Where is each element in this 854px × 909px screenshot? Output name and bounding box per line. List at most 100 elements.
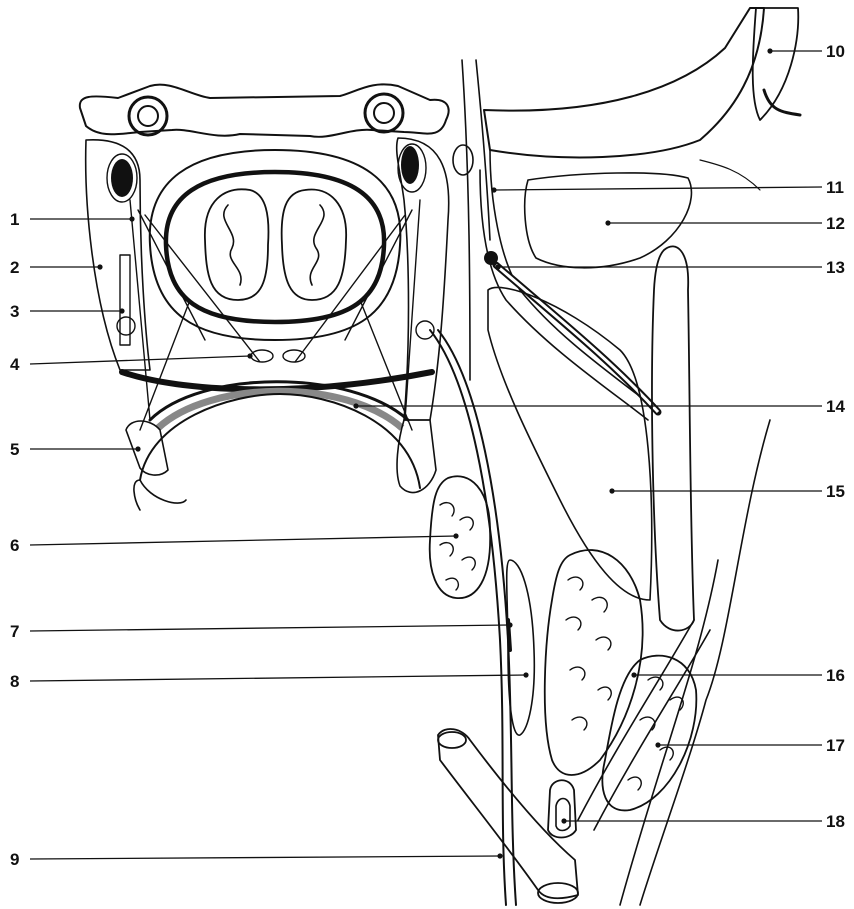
leader-line-6 [30, 536, 456, 545]
right-black-vessel [401, 146, 419, 184]
label-number-3: 3 [10, 302, 19, 321]
leader-arrowhead-14 [353, 403, 358, 408]
right-outline-1 [640, 420, 770, 905]
right-outline-2 [620, 560, 718, 905]
label-18: 18 [561, 812, 845, 831]
leader-arrowhead-3 [119, 308, 124, 313]
leader-arrowhead-2 [97, 264, 102, 269]
leader-arrowhead-11 [491, 187, 496, 192]
label-16: 16 [631, 666, 845, 685]
leader-arrowhead-6 [453, 533, 458, 538]
skull-base-bone [484, 8, 764, 157]
label-14: 14 [353, 397, 845, 416]
label-1: 1 [10, 210, 135, 229]
gland-16 [545, 550, 643, 775]
paired-oval-left [251, 350, 273, 362]
label-number-6: 6 [10, 536, 19, 555]
leader-line-4 [30, 356, 250, 364]
label-5: 5 [10, 440, 141, 459]
lymph-node-6-lobules [440, 503, 475, 590]
upper-line-2 [476, 60, 490, 240]
leader-arrowhead-9 [497, 853, 502, 858]
label-4: 4 [10, 353, 253, 374]
label-number-13: 13 [826, 258, 845, 277]
label-7: 7 [10, 622, 513, 641]
leader-arrowhead-7 [507, 622, 512, 627]
paired-oval-right [283, 350, 305, 362]
label-11: 11 [491, 178, 844, 197]
label-12: 12 [605, 214, 845, 233]
leader-arrowhead-1 [129, 216, 134, 221]
leader-arrowhead-5 [135, 446, 140, 451]
label-number-1: 1 [10, 210, 19, 229]
tube-top [438, 732, 466, 748]
label-8: 8 [10, 672, 529, 691]
foramen-right [365, 94, 403, 132]
gland-16-lobules [566, 577, 611, 730]
leader-arrowhead-17 [655, 742, 660, 747]
label-number-14: 14 [826, 397, 845, 416]
leader-arrowhead-12 [605, 220, 610, 225]
outer-skin-line [764, 90, 800, 115]
leader-line-7 [30, 625, 510, 631]
label-13: 13 [495, 258, 845, 277]
gland-12 [525, 173, 692, 268]
leader-line-11 [494, 187, 822, 190]
leader-line-8 [30, 675, 526, 681]
muscle-15 [488, 288, 652, 601]
label-number-9: 9 [10, 850, 19, 869]
label-2: 2 [10, 258, 103, 277]
leader-line-9 [30, 856, 500, 859]
structure-18-inner [556, 799, 570, 831]
left-vertical-vessel [120, 255, 130, 345]
upper-line [462, 60, 470, 380]
label-number-4: 4 [10, 355, 20, 374]
leader-arrowhead-8 [523, 672, 528, 677]
foramen-left-inner [138, 106, 158, 126]
right-nerve-node [416, 321, 434, 339]
label-number-17: 17 [826, 736, 845, 755]
vertical-bone-15 [652, 246, 694, 630]
label-number-7: 7 [10, 622, 19, 641]
label-number-2: 2 [10, 258, 19, 277]
grey-matter-right [310, 205, 324, 285]
grey-matter-left [224, 205, 241, 285]
label-number-8: 8 [10, 672, 19, 691]
label-number-5: 5 [10, 440, 19, 459]
gland-12-line [700, 160, 760, 190]
label-9: 9 [10, 850, 503, 869]
foramen-left [129, 97, 167, 135]
label-number-11: 11 [826, 178, 844, 197]
label-10: 10 [767, 42, 845, 61]
label-number-16: 16 [826, 666, 845, 685]
vessel-7-inner [438, 330, 516, 905]
small-oval-11 [453, 145, 473, 175]
duct-16 [578, 620, 710, 830]
dura-inner [166, 172, 384, 322]
label-number-18: 18 [826, 812, 845, 831]
label-number-10: 10 [826, 42, 845, 61]
label-3: 3 [10, 302, 125, 321]
label-number-15: 15 [826, 482, 845, 501]
leader-arrowhead-10 [767, 48, 772, 53]
label-17: 17 [655, 736, 845, 755]
foramen-right-inner [374, 103, 394, 123]
leader-arrowhead-16 [631, 672, 636, 677]
label-15: 15 [609, 482, 845, 501]
label-number-12: 12 [826, 214, 845, 233]
left-lower-hook [134, 480, 186, 510]
diagram-artwork [80, 8, 800, 905]
spinal-cord-left [205, 189, 269, 300]
leader-arrowhead-18 [561, 818, 566, 823]
label-6: 6 [10, 533, 459, 555]
tube-end [538, 883, 578, 903]
left-black-vessel [111, 159, 133, 197]
dura-outer [150, 150, 401, 340]
leader-arrowhead-4 [247, 353, 252, 358]
lymph-node-6 [430, 476, 490, 598]
right-lower-hook [397, 420, 436, 493]
leader-arrowhead-15 [609, 488, 614, 493]
leader-arrowhead-13 [495, 264, 500, 269]
vessel-7 [430, 330, 506, 905]
